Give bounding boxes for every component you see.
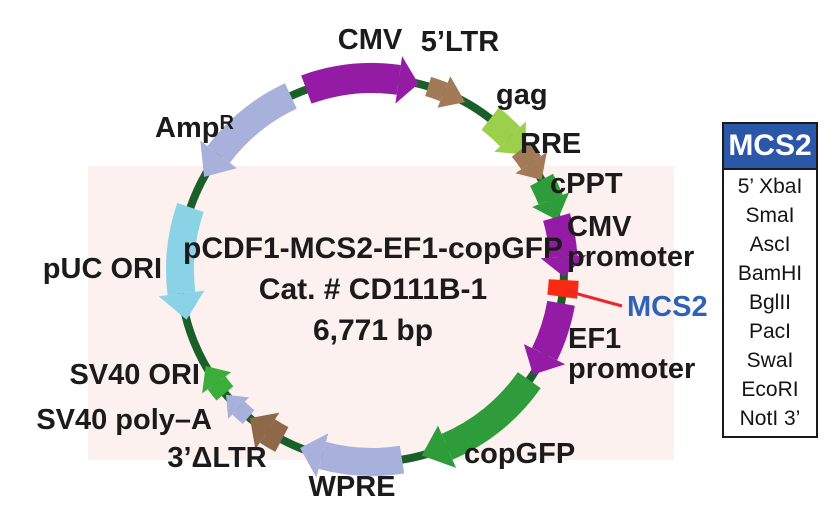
label-cmv-promoter: CMV promoter xyxy=(567,211,695,273)
plasmid-name: pCDF1-MCS2-EF1-copGFP xyxy=(182,232,564,265)
label-ampr: AmpR xyxy=(155,78,234,143)
feature-5ltr-arrow xyxy=(425,76,466,108)
restriction-site: BglII xyxy=(748,291,792,314)
feature-rre-arrow xyxy=(511,141,547,180)
plasmid-size: 6,771 bp xyxy=(312,314,434,347)
label-5ltr: 5’LTR xyxy=(420,26,500,58)
label-ef1-promoter: EF1 promoter xyxy=(568,323,696,385)
mcs2-leader-line xyxy=(566,289,623,308)
restriction-site: EcoRI xyxy=(741,378,799,401)
restriction-site: 5’ XbaI xyxy=(737,175,803,198)
label-cppt: cPPT xyxy=(550,168,623,200)
label-ampr-superscript: R xyxy=(219,112,234,134)
feature-gag-arrow xyxy=(481,107,526,155)
mcs2-box-header: MCS2 xyxy=(724,124,816,170)
label-puc-ori: pUC ORI xyxy=(42,253,162,285)
plasmid-catalog-number: Cat. # CD111B-1 xyxy=(258,273,488,306)
restriction-site: SwaI xyxy=(746,349,794,372)
feature-cppt-arrow xyxy=(529,173,570,221)
label-mcs2: MCS2 xyxy=(627,291,708,323)
restriction-site: BamHI xyxy=(737,262,803,285)
label-copgfp: copGFP xyxy=(464,438,576,470)
feature-mcs2-site-arrow xyxy=(547,279,579,299)
mcs2-box: MCS2 5’ XbaI SmaI AscI BamHI BglII PacI SwaI Ec… xyxy=(722,122,818,438)
label-sv40-ori: SV40 ORI xyxy=(69,359,200,391)
feature-cmv-arrow xyxy=(301,56,419,104)
feature-puc-ori-arrow xyxy=(158,202,205,320)
restriction-site: PacI xyxy=(748,320,792,343)
restriction-site: AscI xyxy=(749,233,791,256)
label-ampr-base: Amp xyxy=(155,112,220,144)
feature-ef1-promoter-arrow xyxy=(523,300,575,375)
mcs2-site-list: 5’ XbaI SmaI AscI BamHI BglII PacI SwaI EcoRI No… xyxy=(724,170,816,436)
feature-sv40-polya-arrow xyxy=(226,394,255,424)
restriction-site: SmaI xyxy=(745,204,795,227)
feature-wpre-arrow xyxy=(300,433,405,478)
label-3ltr: 3’ΔLTR xyxy=(167,442,267,474)
plasmid-caption: pCDF1-MCS2-EF1-copGFP Cat. # CD111B-1 6,… xyxy=(183,228,563,351)
label-gag: gag xyxy=(496,79,548,111)
label-sv40-polya: SV40 poly–A xyxy=(36,404,212,436)
restriction-site: NotI 3’ xyxy=(739,407,801,430)
label-wpre: WPRE xyxy=(308,471,396,503)
feature-ampr-arrow xyxy=(200,83,298,177)
label-rre: RRE xyxy=(520,128,582,160)
feature-cmv-promoter-arrow xyxy=(540,213,587,277)
label-cmv: CMV xyxy=(337,24,403,56)
feature-copgfp-arrow xyxy=(421,371,541,468)
feature-3ltr-arrow xyxy=(249,412,289,452)
feature-sv40-ori-arrow xyxy=(202,366,234,401)
